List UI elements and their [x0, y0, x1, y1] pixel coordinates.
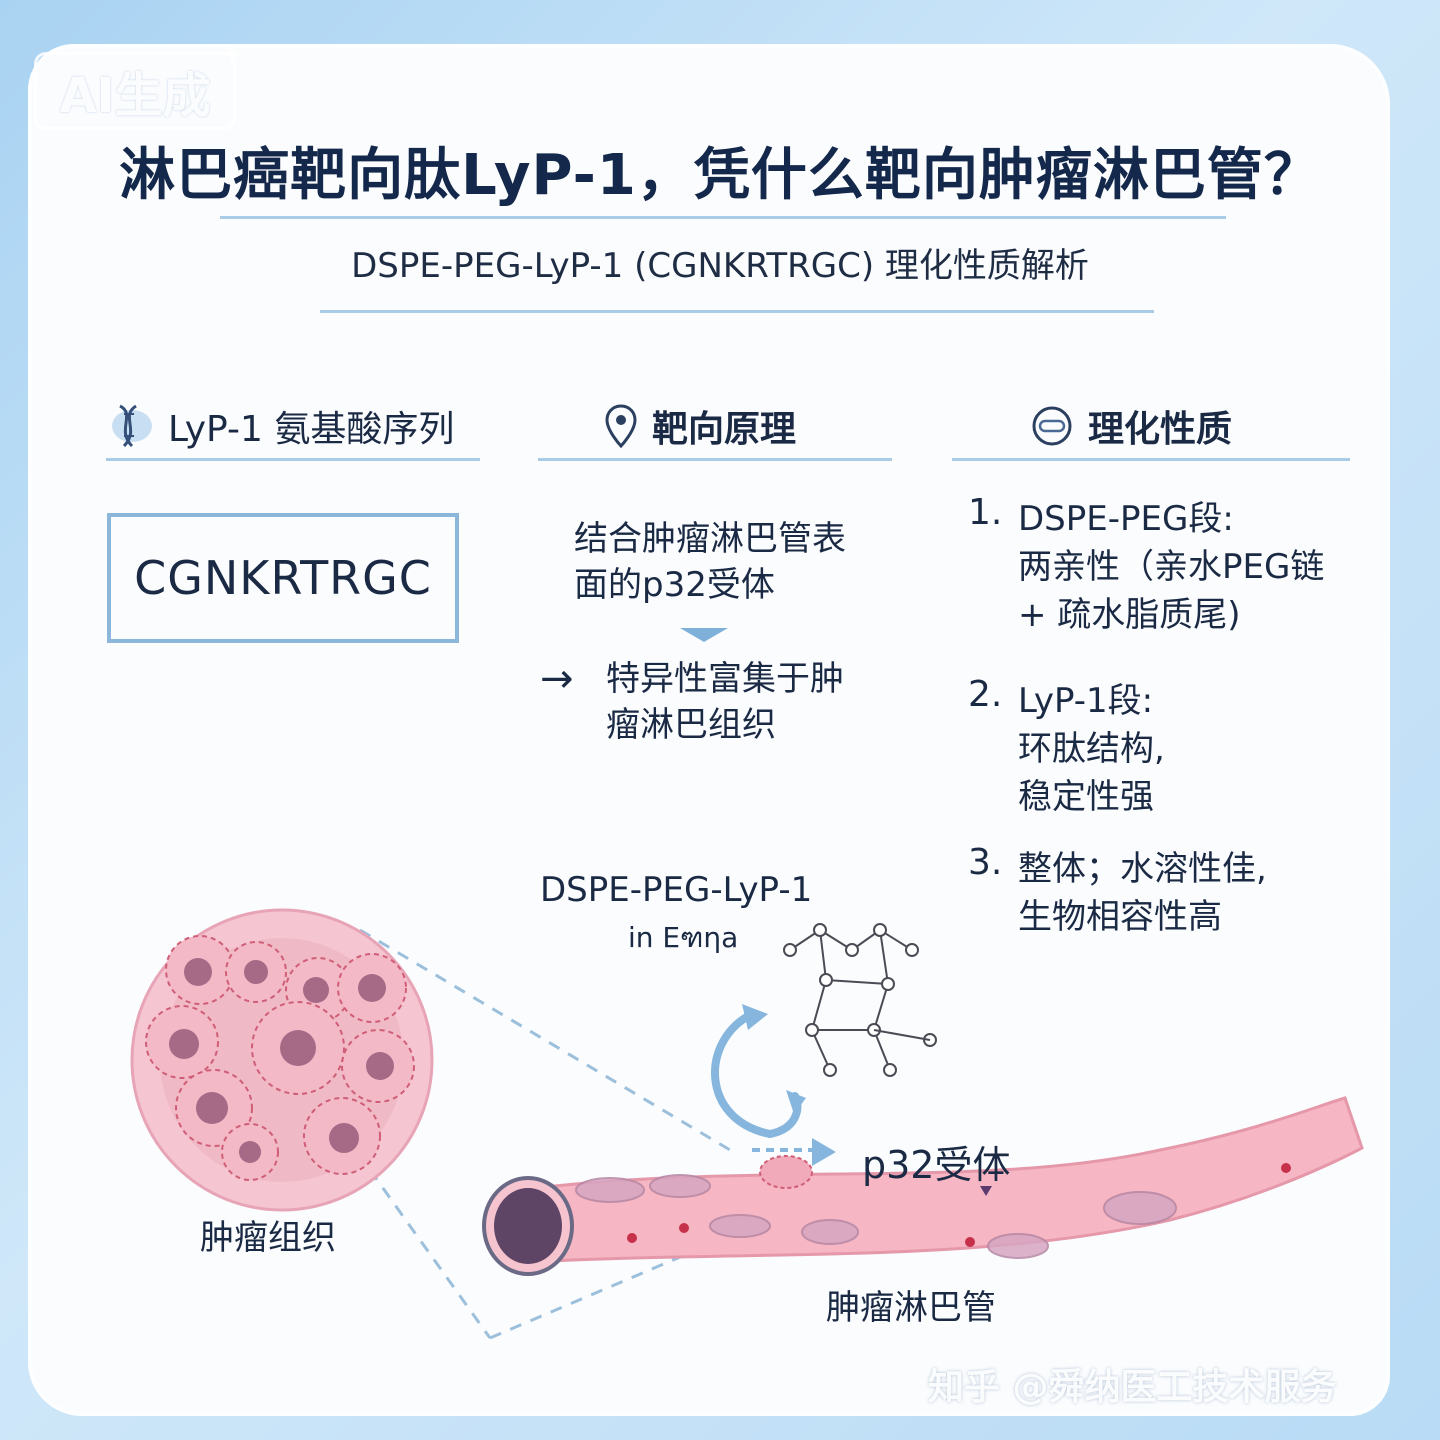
lymphatic-vessel-label: 胂瘤淋巴管 [826, 1288, 996, 1328]
molecule-sublabel: in Eฑηa [628, 921, 739, 954]
principle-line-3: 特异性富集于肿 [606, 659, 844, 699]
tumor-tissue-label: 肿瘤组织 [200, 1218, 336, 1258]
principle-line-4: 瘤淋巴组织 [606, 705, 776, 745]
tumor-tissue-illustration [130, 908, 434, 1212]
principle-line-2: 面的p32受体 [574, 565, 775, 605]
property-1-line-3: + 疏水脂质尾) [1018, 595, 1241, 635]
sparkle-icon [222, 44, 242, 64]
properties-divider [952, 458, 1350, 461]
molecule-structure-icon [783, 923, 937, 1077]
watermark: 知乎 @舜纳医工技术服务 [928, 1367, 1337, 1408]
page-subtitle: DSPE-PEG-LyP-1 (CGNKRTRGC) 理化性质解析 [351, 246, 1089, 286]
subtitle-divider [320, 310, 1154, 313]
sequence-heading: LyP-1 氨基酸序列 [106, 400, 454, 452]
sequence-heading-label: LyP-1 氨基酸序列 [168, 409, 455, 450]
property-3-number: 3. [968, 842, 1003, 883]
receptor-arrowhead-icon [812, 1138, 836, 1166]
principle-arrow: → [540, 656, 574, 702]
arrowhead-icon [742, 1004, 768, 1030]
binding-arrow-icon [711, 1010, 802, 1138]
property-3-line-1: 整体；水溶性佳, [1018, 849, 1267, 889]
property-1-line-2: 两亲性（亲水PEG链 [1018, 547, 1325, 587]
properties-heading: 理化性质 [1030, 400, 1232, 452]
molecule-label: DSPE-PEG-LyP-1 [540, 870, 813, 910]
receptor-label: p32受体 [862, 1143, 1011, 1187]
property-2-number: 2. [968, 674, 1003, 715]
capsule-icon [1032, 406, 1072, 446]
principle-heading: 靶向原理 [604, 400, 796, 452]
page-title: 淋巴癌靶向肽LyP-1，凭什么靶向肿瘤淋巴管？ [119, 143, 1321, 208]
location-pin-icon [605, 404, 637, 448]
lymphatic-vessel-illustration [482, 1096, 1364, 1276]
sequence-box: CGNKRTRGC [107, 513, 459, 643]
property-3-line-2: 生物相容性高 [1018, 897, 1222, 937]
arrowhead-icon-2 [786, 1090, 806, 1114]
down-arrow-icon [680, 628, 728, 642]
property-2-line-1: LyP-1段: [1018, 681, 1154, 721]
dna-icon [112, 404, 152, 448]
property-2-line-3: 稳定性强 [1018, 777, 1154, 817]
property-1-number: 1. [968, 492, 1003, 533]
sequence-divider [106, 458, 480, 461]
ai-generated-badge: AI生成 [34, 52, 236, 130]
property-1-line-1: DSPE-PEG段: [1018, 499, 1234, 539]
title-divider [220, 216, 1226, 219]
principle-heading-label: 靶向原理 [652, 409, 797, 450]
principle-divider [538, 458, 892, 461]
property-2-line-2: 环肽结构, [1018, 729, 1165, 769]
principle-line-1: 结合肿瘤淋巴管表 [574, 519, 846, 559]
properties-heading-label: 理化性质 [1088, 409, 1233, 450]
